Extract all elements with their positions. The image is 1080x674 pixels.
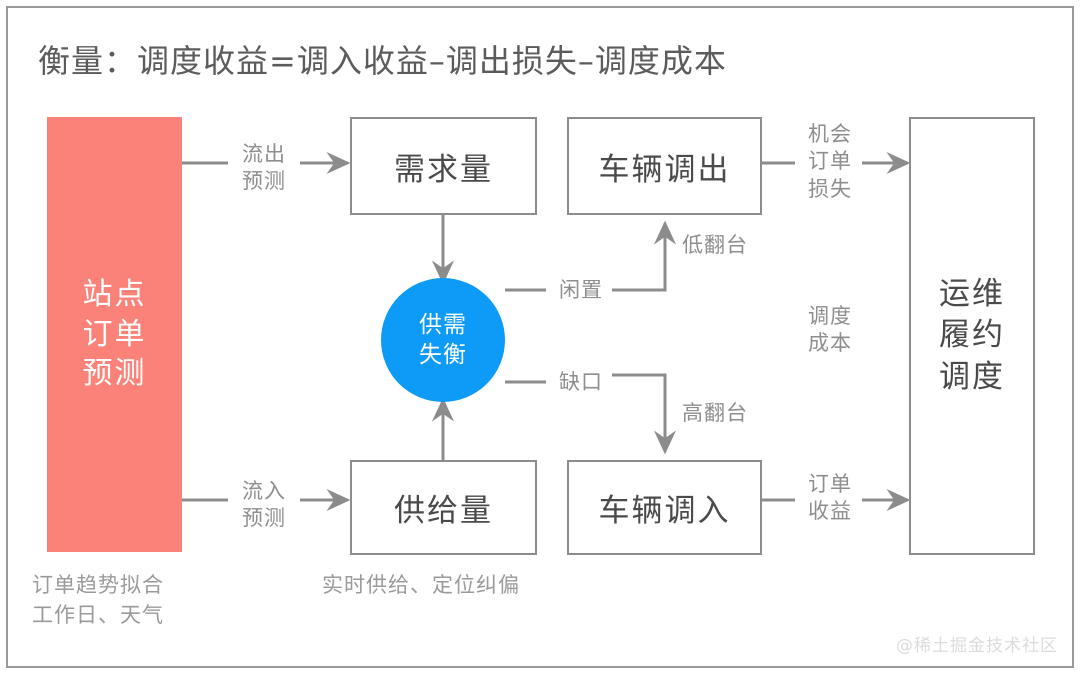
dispatch-cost-text: 调度 成本: [808, 304, 852, 356]
node-supply: 供给量: [350, 460, 537, 555]
inflow-forecast-text: 流入 预测: [242, 479, 286, 531]
idle-label: 闲置: [551, 277, 611, 304]
gap-label: 缺口: [551, 369, 611, 396]
node-demand-label: 需求量: [394, 151, 493, 188]
order-revenue-label: 订单 收益: [798, 471, 862, 526]
outflow-forecast-label: 流出 预测: [232, 141, 296, 196]
node-vehicle-out: 车辆调出: [567, 117, 762, 215]
page-title: 衡量：调度收益=调入收益–调出损失–调度成本: [38, 42, 727, 80]
source-caption: 订单趋势拟合 工作日、天气: [32, 573, 164, 628]
station-order-forecast-label: 站点 订单 预测: [82, 277, 147, 392]
node-supply-label: 供给量: [394, 493, 493, 529]
diagram-frame: [6, 6, 1074, 668]
node-supply-demand-imbalance: 供需 失衡: [381, 278, 505, 402]
low-turnover-label: 低翻台: [682, 232, 748, 259]
outflow-forecast-text: 流出 预测: [242, 142, 286, 194]
gap-text: 缺口: [559, 370, 603, 394]
inflow-forecast-label: 流入 预测: [232, 478, 296, 533]
low-turnover-text: 低翻台: [682, 233, 748, 257]
mid-caption: 实时供给、定位纠偏: [322, 573, 520, 597]
opportunity-order-loss-label: 机会 订单 损失: [798, 121, 862, 203]
node-demand: 需求量: [350, 117, 537, 215]
watermark: @稀土掘金技术社区: [896, 636, 1058, 656]
high-turnover-label: 高翻台: [682, 400, 748, 427]
node-vehicle-in-label: 车辆调入: [598, 493, 731, 529]
node-imbalance-label: 供需 失衡: [419, 311, 467, 368]
order-revenue-text: 订单 收益: [808, 472, 852, 524]
node-ops-dispatch: 运维 履约 调度: [909, 117, 1035, 555]
node-vehicle-out-label: 车辆调出: [598, 151, 731, 188]
high-turnover-text: 高翻台: [682, 401, 748, 425]
node-vehicle-in: 车辆调入: [567, 460, 762, 555]
dispatch-cost-label: 调度 成本: [798, 303, 862, 358]
node-ops-dispatch-label: 运维 履约 调度: [939, 275, 1005, 395]
station-order-forecast-block: 站点 订单 预测: [47, 117, 182, 552]
idle-text: 闲置: [559, 278, 603, 302]
opportunity-order-loss-text: 机会 订单 损失: [808, 122, 852, 201]
